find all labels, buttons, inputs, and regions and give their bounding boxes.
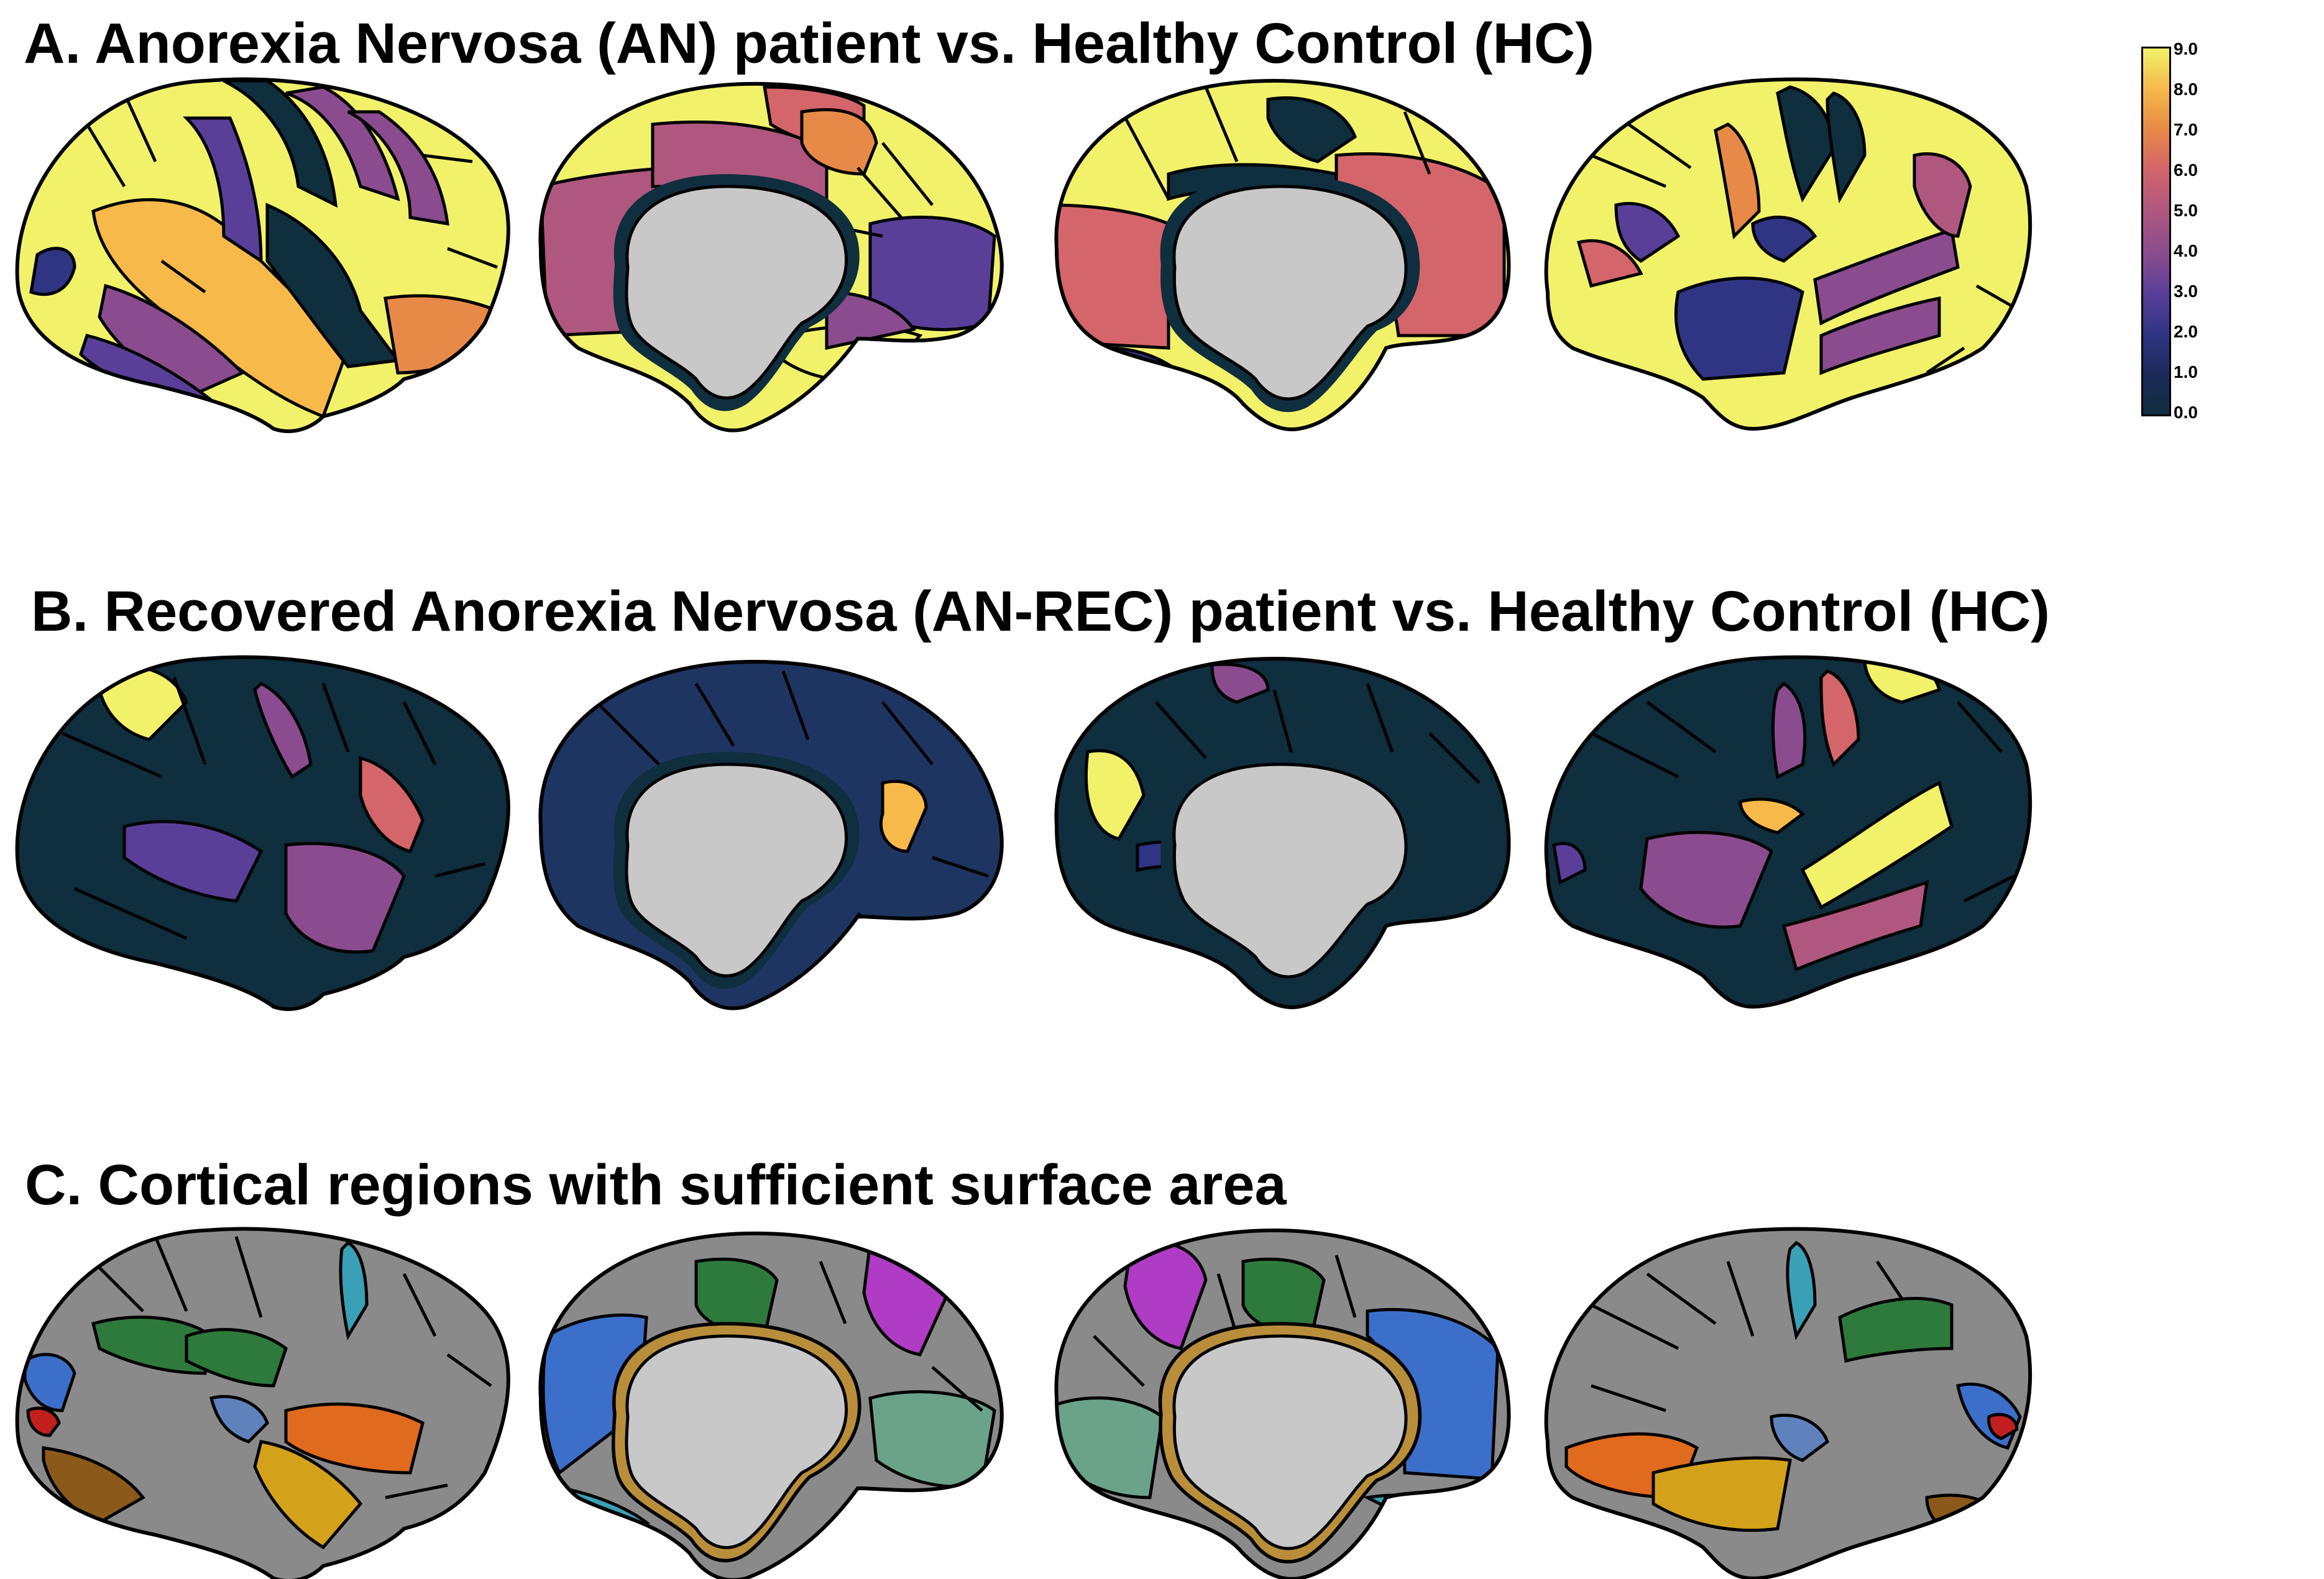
panel-c-brains — [0, 1212, 2039, 1579]
panel-a-right-medial — [1044, 62, 1541, 447]
panel-a-title: A. Anorexia Nervosa (AN) patient vs. Hea… — [24, 12, 1594, 75]
colorbar-tick-label: 0.0 — [2174, 403, 2198, 422]
panel-a-left-medial — [528, 62, 1026, 447]
panel-b-title: B. Recovered Anorexia Nervosa (AN-REC) p… — [31, 580, 2050, 643]
panel-a-brains — [0, 62, 2039, 447]
colorbar-tick-label: 7.0 — [2174, 120, 2198, 139]
panel-b-right-medial — [1044, 640, 1541, 1025]
panel-b-brains — [0, 640, 2039, 1025]
panel-b-left-medial — [528, 640, 1026, 1025]
colorbar-tick-label: 2.0 — [2174, 322, 2198, 341]
colorbar-tick-label: 1.0 — [2174, 362, 2198, 382]
panel-a-right-lateral — [1541, 62, 2039, 447]
colorbar-tick-label: 6.0 — [2174, 160, 2198, 180]
panel-a-left-lateral — [0, 62, 535, 447]
panel-c-left-lateral — [0, 1212, 535, 1579]
colorbar-tick-label: 5.0 — [2174, 201, 2198, 220]
colorbar-tick-label: 4.0 — [2174, 241, 2198, 260]
panel-c-left-medial — [528, 1212, 1026, 1579]
panel-b-right-lateral — [1541, 640, 2039, 1025]
panel-c-right-lateral — [1541, 1212, 2039, 1579]
panel-b-left-lateral — [0, 640, 535, 1025]
colorbar-tick-label: 9.0 — [2174, 39, 2198, 58]
panel-c-right-medial — [1044, 1212, 1541, 1579]
panel-c-title: C. Cortical regions with sufficient surf… — [25, 1153, 1287, 1217]
colorbar: 9.0 8.0 7.0 6.0 5.0 4.0 3.0 2.0 1.0 0.0 — [2141, 40, 2266, 426]
colorbar-tick-label: 8.0 — [2174, 80, 2198, 99]
colorbar-tick-label: 3.0 — [2174, 281, 2198, 301]
colorbar-gradient — [2141, 47, 2171, 416]
